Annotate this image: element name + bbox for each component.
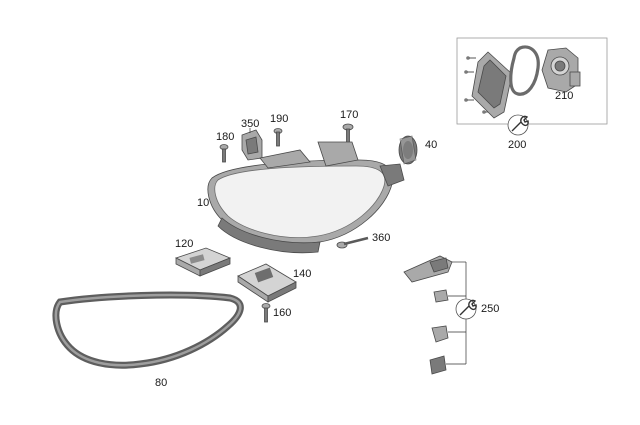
callout-360: 360 [372,232,390,244]
callout-190: 190 [270,113,288,125]
callout-180: 180 [216,131,234,143]
callout-210: 210 [555,90,573,102]
cover-plate-part [471,51,513,119]
screw-160-part [261,303,271,323]
headlamp-housing-part [207,141,405,254]
callout-80: 80 [155,377,167,389]
frame-80-part [52,291,244,369]
bracket-350-part [241,128,263,161]
seal-ring-part [509,45,540,96]
callout-10: 10 [197,197,209,209]
callout-350: 350 [241,118,259,130]
callout-160: 160 [273,307,291,319]
screw-360-part [336,236,369,249]
callout-200: 200 [508,139,526,151]
module-120-part [174,247,232,277]
inset-box: 210 200 [456,37,608,151]
callout-120: 120 [175,238,193,250]
module-housing-part [541,47,581,93]
callout-170: 170 [340,109,358,121]
inset-screws [464,56,492,114]
screw-180-part [219,144,229,163]
screw-190-part [273,128,283,147]
screw-170-part [342,123,354,146]
cap-40-part [398,135,418,165]
callout-140: 140 [293,268,311,280]
callout-40: 40 [425,139,437,151]
wrench-icon [455,298,477,320]
bracket-250-parts [403,255,467,375]
wrench-icon [507,114,529,136]
callout-250: 250 [481,303,499,315]
control-unit-140-part [237,263,297,303]
